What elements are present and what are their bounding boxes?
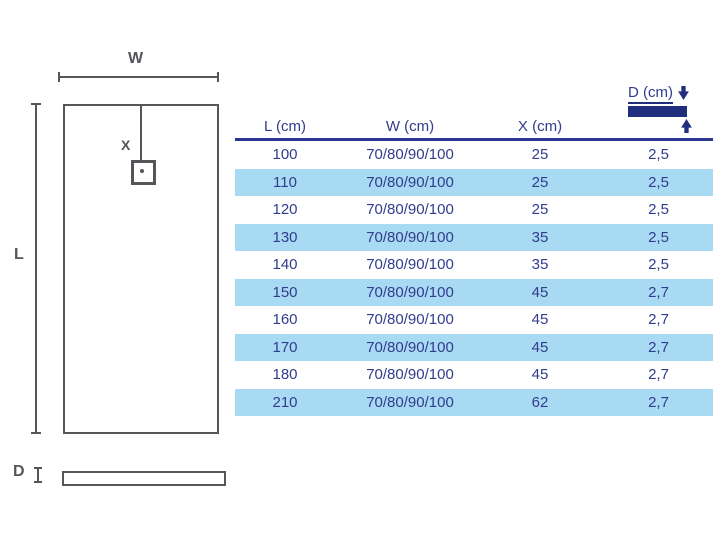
cell-x: 35	[531, 256, 549, 274]
length-dimension-tick-top	[31, 103, 41, 105]
cell-width: 70/80/90/100	[366, 256, 454, 274]
cell-depth: 2,5	[648, 256, 669, 274]
cell-width: 70/80/90/100	[366, 146, 454, 164]
cell-width: 70/80/90/100	[366, 201, 454, 219]
table-body: 100 70/80/90/100 25 2,5 110 70/80/90/100…	[235, 141, 713, 416]
header-length: L (cm)	[264, 118, 306, 135]
cell-depth: 2,7	[648, 283, 669, 301]
cell-width: 70/80/90/100	[366, 393, 454, 411]
cell-length: 140	[272, 256, 298, 274]
table-header-row: L (cm) W (cm) X (cm) D (cm)	[235, 82, 713, 141]
cell-length: 130	[272, 228, 298, 246]
width-dimension-line	[59, 76, 219, 78]
depth-bar-glyph	[628, 106, 687, 117]
cell-length: 100	[272, 146, 298, 164]
depth-header-group: D (cm)	[628, 84, 702, 133]
cell-x: 45	[531, 366, 549, 384]
table-row: 210 70/80/90/100 62 2,7	[235, 388, 713, 416]
cell-x: 35	[531, 228, 549, 246]
table-row: 130 70/80/90/100 35 2,5	[235, 223, 713, 251]
cell-length: 150	[272, 283, 298, 301]
cell-x: 25	[531, 146, 549, 164]
table-row: 150 70/80/90/100 45 2,7	[235, 278, 713, 306]
table-row: 160 70/80/90/100 45 2,7	[235, 306, 713, 334]
cell-depth: 2,5	[648, 173, 669, 191]
header-width: W (cm)	[385, 118, 435, 135]
cell-x: 25	[531, 173, 549, 191]
arrow-up-icon	[681, 119, 692, 133]
width-dimension-tick-left	[58, 72, 60, 82]
cell-width: 70/80/90/100	[366, 228, 454, 246]
depth-dimension-marker-icon	[34, 467, 42, 483]
tray-side-profile	[62, 471, 226, 486]
cell-x: 45	[531, 311, 549, 329]
cell-length: 180	[272, 366, 298, 384]
cell-depth: 2,7	[648, 338, 669, 356]
cell-width: 70/80/90/100	[366, 338, 454, 356]
cell-depth: 2,7	[648, 311, 669, 329]
width-dimension-tick-right	[217, 72, 219, 82]
dimensions-table: L (cm) W (cm) X (cm) D (cm)	[235, 82, 713, 416]
cell-length: 160	[272, 311, 298, 329]
length-dimension-label: L	[14, 246, 25, 263]
depth-dimension-label: D	[13, 463, 26, 480]
drain-square	[131, 160, 156, 185]
table-row: 140 70/80/90/100 35 2,5	[235, 251, 713, 279]
table-row: 110 70/80/90/100 25 2,5	[235, 168, 713, 196]
cell-depth: 2,7	[648, 393, 669, 411]
cell-width: 70/80/90/100	[366, 283, 454, 301]
depth-header-top: D (cm)	[628, 84, 702, 104]
cell-length: 120	[272, 201, 298, 219]
table-row: 180 70/80/90/100 45 2,7	[235, 361, 713, 389]
cell-length: 210	[272, 393, 298, 411]
cell-depth: 2,5	[648, 201, 669, 219]
drain-offset-line	[140, 104, 142, 170]
cell-width: 70/80/90/100	[366, 366, 454, 384]
arrow-down-icon	[678, 85, 689, 100]
cell-x: 45	[531, 338, 549, 356]
cell-x: 62	[531, 393, 549, 411]
cell-depth: 2,5	[648, 146, 669, 164]
drain-offset-label: X	[121, 137, 131, 153]
table-row: 100 70/80/90/100 25 2,5	[235, 141, 713, 169]
table-row: 170 70/80/90/100 45 2,7	[235, 333, 713, 361]
cell-x: 45	[531, 283, 549, 301]
length-dimension-tick-bottom	[31, 432, 41, 434]
cell-width: 70/80/90/100	[366, 173, 454, 191]
header-depth: D (cm)	[628, 84, 673, 104]
cell-depth: 2,7	[648, 366, 669, 384]
cell-depth: 2,5	[648, 228, 669, 246]
cell-x: 25	[531, 201, 549, 219]
width-dimension-label: W	[128, 50, 144, 67]
table-row: 120 70/80/90/100 25 2,5	[235, 196, 713, 224]
header-depth-column: D (cm)	[595, 82, 713, 138]
cell-width: 70/80/90/100	[366, 311, 454, 329]
header-x-offset: X (cm)	[517, 118, 563, 135]
cell-length: 170	[272, 338, 298, 356]
drain-center-dot	[140, 169, 144, 173]
cell-length: 110	[273, 173, 297, 191]
length-dimension-line	[35, 104, 37, 434]
